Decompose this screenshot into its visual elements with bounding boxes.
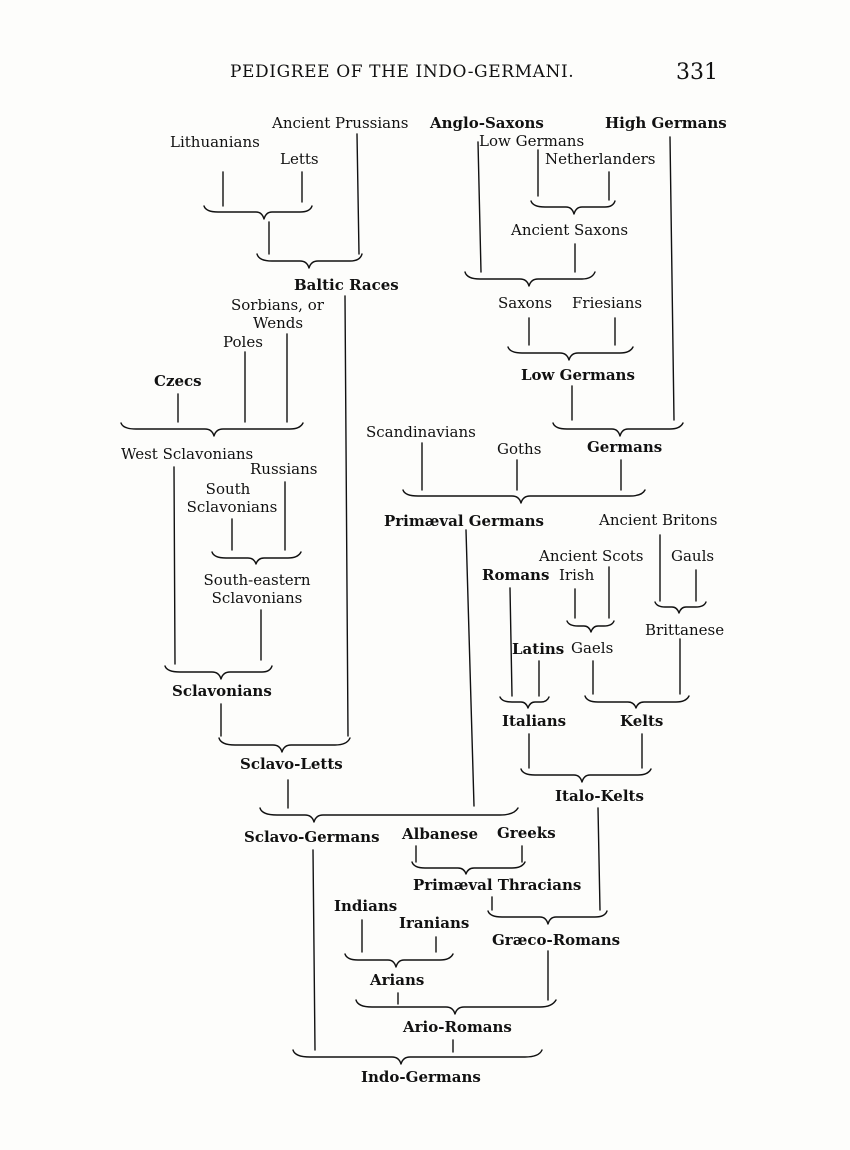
node-primaeval-germans: Primæval Germans	[384, 512, 544, 530]
node-poles: Poles	[223, 333, 263, 351]
node-czecs: Czecs	[154, 372, 202, 390]
node-latins: Latins	[512, 640, 565, 658]
node-irish: Irish	[559, 566, 595, 584]
node-indians: Indians	[334, 897, 398, 915]
brace	[566, 620, 615, 633]
node-sclavonians: Sclavonians	[172, 682, 272, 700]
node-sclavo-germans: Sclavo-Germans	[244, 828, 380, 846]
connector	[344, 295, 349, 737]
page-number: 331	[676, 60, 718, 85]
connector	[669, 136, 675, 421]
node-goths: Goths	[497, 440, 542, 458]
node-russians: Russians	[250, 460, 318, 478]
page-title: PEDIGREE OF THE INDO-GERMANI.	[230, 62, 575, 82]
brace	[256, 253, 363, 269]
node-albanese: Albanese	[402, 825, 478, 843]
node-greeks: Greeks	[497, 824, 556, 842]
brace	[507, 346, 634, 361]
node-primaeval-thracians: Primæval Thracians	[413, 876, 582, 894]
connector	[597, 807, 601, 911]
connector	[173, 466, 176, 665]
brace	[464, 271, 596, 287]
node-italo-kelts: Italo-Kelts	[555, 787, 644, 805]
connector	[312, 849, 316, 1051]
brace	[292, 1049, 543, 1065]
node-scandinavians: Scandinavians	[366, 423, 476, 441]
node-sorbians-line2: Wends	[253, 314, 304, 332]
brace	[211, 551, 302, 565]
node-gauls: Gauls	[671, 547, 715, 565]
brace	[487, 910, 608, 925]
node-lithuanians: Lithuanians	[170, 133, 260, 151]
brace	[218, 737, 351, 753]
node-high-germans: High Germans	[605, 114, 727, 132]
connector	[465, 529, 475, 807]
brace	[584, 695, 690, 709]
brace	[499, 696, 550, 709]
node-romans: Romans	[482, 566, 550, 584]
node-anglo-saxons: Anglo-Saxons	[430, 114, 544, 132]
node-low-germans: Low Germans	[521, 366, 635, 384]
node-ancient-britons: Ancient Britons	[599, 511, 718, 529]
brace	[402, 489, 646, 504]
node-indo-germans: Indo-Germans	[361, 1068, 481, 1086]
connector	[356, 133, 360, 255]
node-saxons: Saxons	[498, 294, 553, 312]
node-sorbians-line1: Sorbians, or	[231, 296, 324, 314]
node-baltic-races: Baltic Races	[294, 276, 399, 294]
brace	[344, 953, 454, 968]
node-west-sclavonians: West Sclavonians	[121, 445, 254, 463]
node-gaels: Gaels	[571, 639, 614, 657]
node-ancient-scots: Ancient Scots	[539, 547, 644, 565]
connector	[509, 587, 513, 697]
brace	[530, 200, 616, 215]
node-friesians: Friesians	[572, 294, 643, 312]
node-netherlanders: Netherlanders	[545, 150, 656, 168]
brace	[259, 807, 519, 823]
brace	[552, 422, 684, 437]
node-letts: Letts	[280, 150, 319, 168]
node-ancient-prussians: Ancient Prussians	[272, 114, 409, 132]
node-iranians: Iranians	[399, 914, 470, 932]
node-ario-romans: Ario-Romans	[403, 1018, 512, 1036]
connector	[477, 141, 482, 273]
node-south-eastern-sclavonians-line2: Sclavonians	[211, 589, 303, 607]
brace	[654, 601, 707, 614]
node-graeco-romans: Græco-Romans	[492, 931, 621, 949]
brace	[355, 999, 557, 1015]
node-brittanese: Brittanese	[645, 621, 725, 639]
node-south-sclavonians-line2: Sclavonians	[186, 498, 278, 516]
node-south-eastern-sclavonians-line1: South-eastern	[203, 571, 311, 589]
node-germans: Germans	[587, 438, 663, 456]
node-low-germans-top: Low Germans	[479, 132, 585, 150]
node-sclavo-letts: Sclavo-Letts	[240, 755, 343, 773]
node-kelts: Kelts	[620, 712, 664, 730]
brace	[164, 665, 273, 680]
brace	[411, 861, 526, 875]
brace	[520, 768, 652, 783]
node-south-sclavonians-line1: South	[205, 480, 251, 498]
node-ancient-saxons: Ancient Saxons	[511, 221, 629, 239]
brace	[203, 205, 313, 220]
node-italians: Italians	[502, 712, 567, 730]
brace	[120, 422, 304, 437]
node-arians: Arians	[370, 971, 425, 989]
